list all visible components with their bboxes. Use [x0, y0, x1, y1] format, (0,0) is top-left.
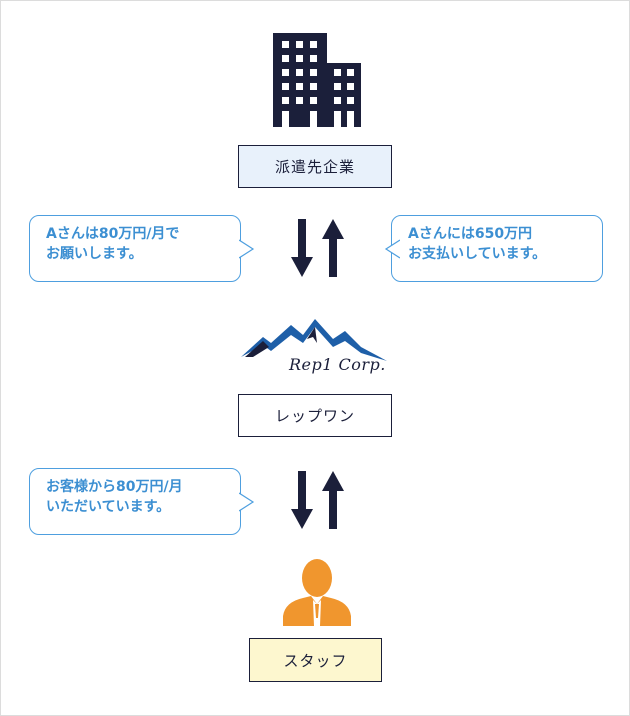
speech-bubble-rep1: Aさんには650万円 お支払いしています。 [391, 215, 603, 282]
rep1-mountain-logo [241, 319, 387, 361]
building-icon [273, 33, 361, 127]
speech-bubble-rep1-to-staff: お客様から80万円/月 いただいています。 [29, 468, 241, 535]
bubble-line: いただいています。 [46, 499, 171, 515]
bubble-line: お願いします。 [46, 246, 143, 262]
rep1-logo-text: Rep1 Corp. [289, 355, 386, 374]
bubble-line: お支払いしています。 [408, 246, 547, 262]
rep1-box: レップワン [238, 394, 392, 437]
bubble-line: お客様から80万円/月 [46, 479, 183, 495]
bubble-line: Aさんは80万円/月で [46, 226, 180, 242]
client-company-box: 派遣先企業 [238, 145, 392, 188]
exchange-arrows-icon [291, 219, 344, 277]
exchange-arrows-icon [291, 471, 344, 529]
person-icon [283, 559, 351, 626]
staff-box: スタッフ [249, 638, 382, 682]
bubble-tail-right [239, 492, 255, 512]
speech-bubble-client: Aさんは80万円/月で お願いします。 [29, 215, 241, 282]
bubble-line: Aさんには650万円 [408, 226, 533, 242]
bubble-tail-left [384, 239, 400, 259]
bubble-tail-right [239, 239, 255, 259]
